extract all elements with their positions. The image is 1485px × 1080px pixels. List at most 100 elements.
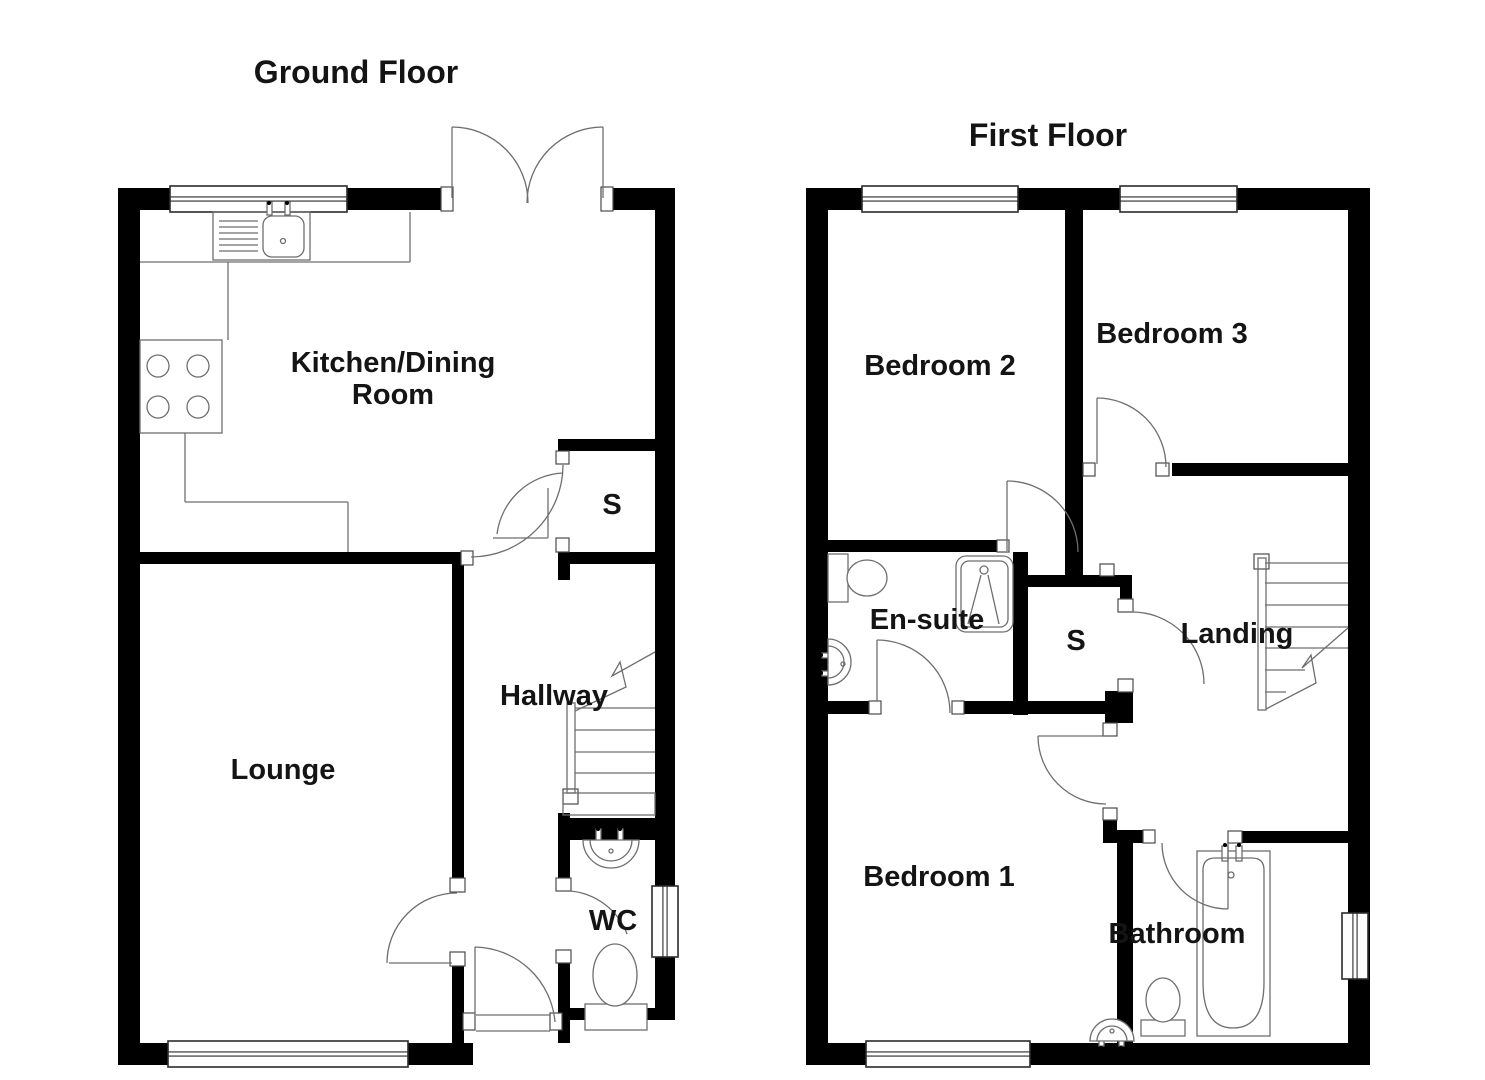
room-label-wc: WC [589,905,637,937]
room-label-kitchen-dining-line2: Room [352,379,434,411]
wall [452,966,464,1043]
door-swing-arc [470,464,564,558]
plan-line [967,574,982,625]
room-label-hallway: Hallway [500,680,608,712]
wall [655,210,675,1020]
wall [118,188,140,1065]
door-swing-arc [386,892,458,964]
window [169,185,348,213]
fixture-detail [146,395,170,419]
fixture-detail [1237,843,1241,847]
door-frame [462,1012,476,1031]
fixture [562,792,656,816]
wall [806,188,828,1065]
stair-break-line [1265,627,1349,710]
door-swing-arc [1037,735,1107,805]
wall [1117,842,1133,1043]
fixture-detail [1227,871,1235,879]
door-swing-arc [1161,842,1229,910]
window [861,185,1019,213]
window [1341,912,1369,980]
door-frame [555,949,572,964]
door-frame [1117,598,1134,613]
fixture-detail [186,354,210,378]
window [167,1040,409,1068]
plan-line [987,574,1000,625]
wall [1115,830,1143,843]
door-frame [449,877,466,893]
wall [140,552,462,564]
wall [1105,691,1133,723]
fixture-detail [1099,1046,1103,1050]
fixture [1202,857,1265,1029]
room-label-lounge: Lounge [231,754,336,786]
fixture-detail [819,653,823,657]
door-frame [1142,829,1156,844]
door-swing-arc [569,890,628,935]
door-frame [555,537,570,553]
wall [452,563,464,878]
ground-floor-plan: Ground FloorKitchen/DiningRoomLoungeHall… [118,54,679,1068]
fixture [1096,1025,1128,1042]
door-swing-arc [1131,611,1205,685]
door-frame [562,788,579,805]
toilet-bowl [592,943,638,1007]
fixture [139,339,223,434]
fixture [582,839,640,869]
door-frame [996,539,1010,553]
door-frame [1155,462,1170,477]
wall [1172,463,1348,476]
fixture [589,839,633,862]
door-frame [449,951,466,967]
fixture [1257,557,1267,711]
wall [828,701,877,714]
fixture-detail [279,237,287,245]
wall [1013,552,1028,715]
fixture-detail [186,395,210,419]
fixture-detail [618,827,622,831]
door-frame [1117,678,1134,693]
room-label-ensuite: En-suite [870,604,984,636]
fixture-detail [819,671,823,675]
wall [828,540,997,552]
fixture-detail [979,565,989,575]
fixture-detail [1109,1028,1115,1034]
door-swing-arc [474,946,556,1023]
wall [558,439,657,451]
wall [602,188,675,210]
stair-break-line [574,651,656,712]
fixture-detail [840,661,846,667]
wall [1242,831,1348,843]
fixture-detail [285,201,289,205]
wall [1028,575,1132,587]
fixture-detail [1223,843,1227,847]
fixture [212,211,311,261]
door-frame [1099,563,1115,577]
door-frame [951,700,965,715]
wall [558,963,570,1043]
fixture [827,638,852,686]
fixture [1196,850,1271,1037]
toilet-bowl [846,559,888,597]
wall [1348,188,1370,1065]
door-swing-arc [496,472,564,535]
door-frame [440,186,454,212]
fixture-detail [596,827,600,831]
wall [558,818,655,840]
door-frame [1082,462,1096,477]
fixture [1235,845,1243,862]
room-label-bathroom: Bathroom [1109,918,1246,950]
window [865,1040,1031,1068]
floor-title-0: Ground Floor [254,54,458,90]
door-frame [555,877,572,892]
fixture [955,555,1014,633]
room-label-bedroom1: Bedroom 1 [863,861,1014,893]
wall [958,701,1105,714]
wall [1065,210,1083,580]
wall [1103,820,1117,843]
wall [558,552,657,564]
